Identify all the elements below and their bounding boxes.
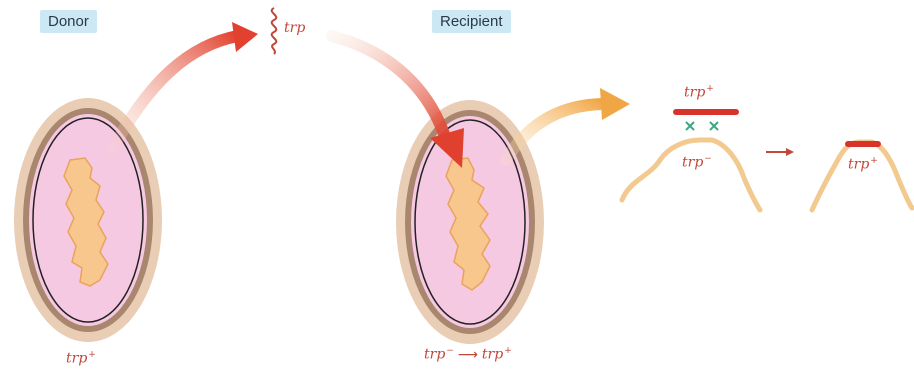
donor-label: Donor: [40, 10, 97, 33]
release-arrow-head: [232, 22, 258, 52]
recipient-label: Recipient: [432, 10, 511, 33]
result-arrow: [766, 148, 794, 156]
donor-genotype-label: trp+: [66, 350, 96, 367]
recombination-after: [812, 142, 912, 210]
recipient-chromosome-after: [812, 142, 912, 210]
chromosome-before-label: trp−: [682, 154, 712, 171]
conversion-arrow-icon: ⟶: [458, 347, 478, 363]
incoming-strand-label: trp+: [684, 84, 714, 101]
chromosome-after-label: trp+: [848, 156, 878, 173]
recipient-conversion-label: trp−⟶trp+: [424, 346, 512, 363]
crossover-mark-right: [710, 122, 718, 130]
recipient-chromosome-before: [622, 140, 760, 210]
donor-cell: [14, 98, 162, 342]
free-dna-icon: [272, 8, 277, 54]
detail-arrow-head: [600, 88, 630, 120]
crossover-mark-left: [686, 122, 694, 130]
free-dna-label: trp: [284, 20, 305, 36]
